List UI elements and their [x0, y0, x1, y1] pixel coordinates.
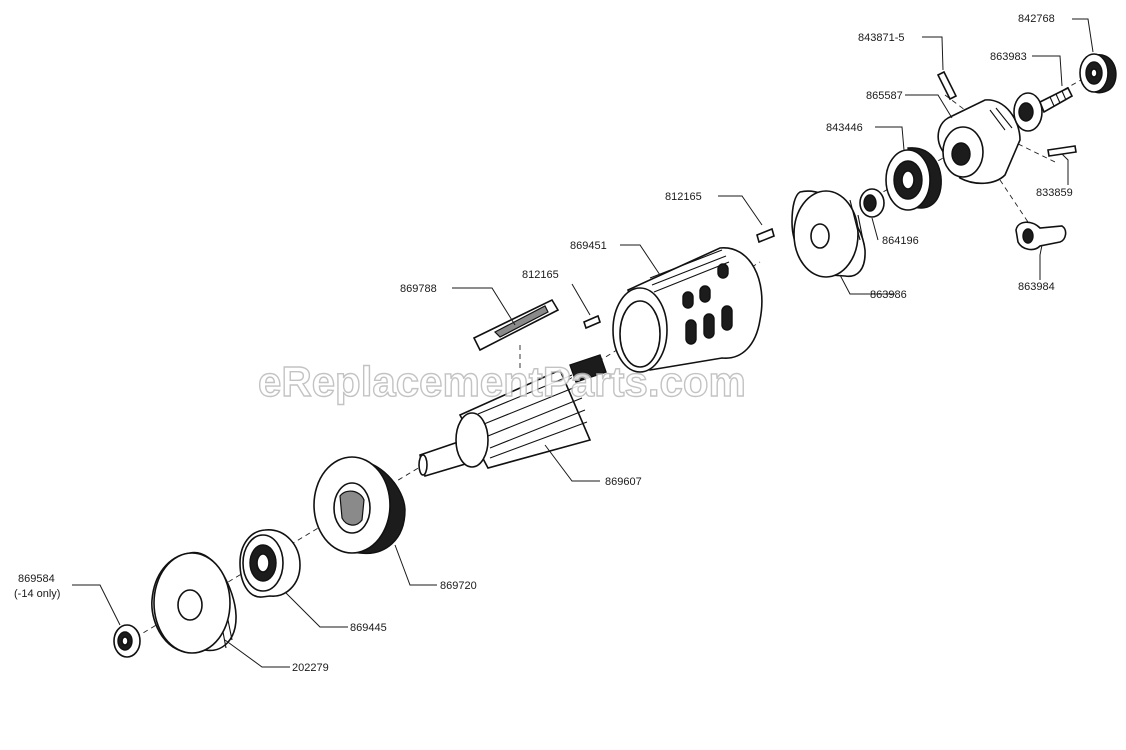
label-812165-upper: 812165 [665, 191, 702, 203]
part-863984-cam [1015, 221, 1067, 251]
cam-axis-863984 [999, 179, 1031, 226]
label-842768: 842768 [1018, 13, 1055, 25]
part-869788-vane [472, 298, 560, 352]
label-833859: 833859 [1036, 187, 1073, 199]
label-869445: 869445 [350, 622, 387, 634]
part-864196-bearing [859, 188, 885, 218]
label-869451: 869451 [570, 240, 607, 252]
part-869584-bearing [113, 624, 141, 658]
part-843871-5-pin [936, 70, 958, 101]
label-869584-note: (-14 only) [14, 588, 60, 600]
part-812165-pin-lower [583, 314, 601, 330]
part-863983-shaft [1013, 86, 1074, 132]
part-812165-pin-upper [756, 227, 775, 244]
label-869584: 869584 [18, 573, 55, 585]
part-202279-end-plate [151, 552, 237, 654]
label-864196: 864196 [882, 235, 919, 247]
part-869720-ring [313, 456, 406, 555]
label-863984: 863984 [1018, 281, 1055, 293]
label-843871-5: 843871-5 [858, 32, 905, 44]
label-869607: 869607 [605, 476, 642, 488]
part-869607-rotor [418, 354, 607, 478]
label-869720: 869720 [440, 580, 477, 592]
pin-axis-843871 [944, 94, 966, 111]
label-843446: 843446 [826, 122, 863, 134]
part-869445-bearing [239, 529, 301, 598]
label-865587: 865587 [866, 90, 903, 102]
part-865587-housing [937, 99, 1021, 185]
part-863986-end-plate [791, 190, 866, 278]
label-863986: 863986 [870, 289, 907, 301]
part-842768-bearing [1079, 53, 1117, 94]
label-812165-lower: 812165 [522, 269, 559, 281]
label-863983: 863983 [990, 51, 1027, 63]
label-869788: 869788 [400, 283, 437, 295]
watermark: eReplacementParts.com [258, 358, 746, 405]
part-869451-cylinder [612, 247, 763, 373]
part-833859-pin [1047, 145, 1077, 157]
leader-lines [72, 18, 1094, 668]
part-843446-bearing [885, 147, 942, 211]
label-202279: 202279 [292, 662, 329, 674]
